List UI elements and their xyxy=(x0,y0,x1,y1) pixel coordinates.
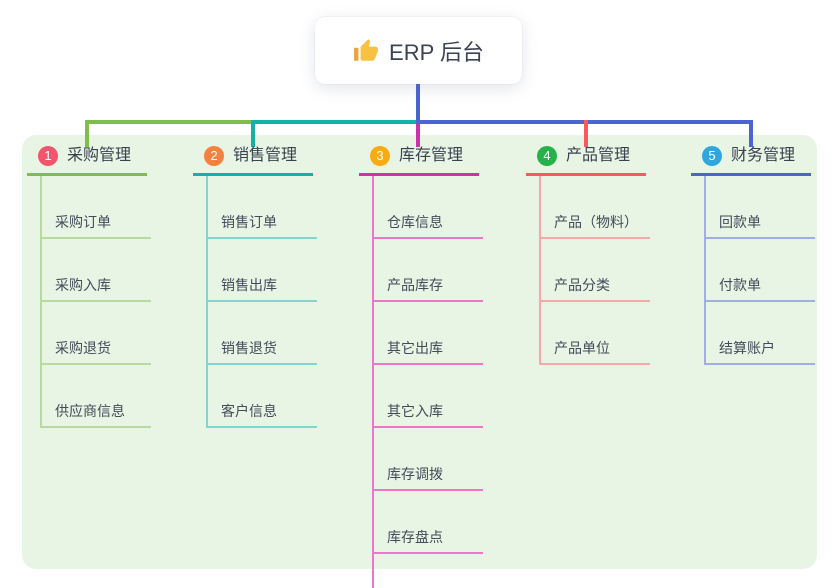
node-item[interactable]: 库存盘点 xyxy=(374,491,483,554)
node-item[interactable]: 回款单 xyxy=(706,176,815,239)
connector-drop-finance xyxy=(749,120,753,147)
node-item[interactable]: 客户信息 xyxy=(208,365,317,428)
node-item[interactable]: 出库库明细 xyxy=(374,554,483,588)
node-item[interactable]: 采购订单 xyxy=(42,176,151,239)
node-item[interactable]: 销售出库 xyxy=(208,239,317,302)
branch-header-finance[interactable]: 5 财务管理 xyxy=(691,146,811,176)
branch-number-badge: 5 xyxy=(702,146,722,166)
connector-drop-sales xyxy=(251,120,255,147)
connector-drop-purchase xyxy=(85,120,89,147)
branch-label: 财务管理 xyxy=(731,147,796,164)
root-title: ERP 后台 xyxy=(389,39,484,65)
connector-drop-product xyxy=(584,120,588,147)
branch-header-sales[interactable]: 2 销售管理 xyxy=(193,146,313,176)
branch-header-inventory[interactable]: 3 库存管理 xyxy=(359,146,479,176)
node-item[interactable]: 产品单位 xyxy=(541,302,650,365)
branch-inventory: 3 库存管理 仓库信息 产品库存 其它出库 其它入库 库存调拨 库存盘点 出库库… xyxy=(359,146,483,588)
node-item[interactable]: 销售订单 xyxy=(208,176,317,239)
branch-product: 4 产品管理 产品（物料） 产品分类 产品单位 xyxy=(526,146,650,365)
branch-purchase: 1 采购管理 采购订单 采购入库 采购退货 供应商信息 xyxy=(27,146,151,428)
branch-items: 采购订单 采购入库 采购退货 供应商信息 xyxy=(40,176,151,428)
root-node[interactable]: ERP 后台 xyxy=(315,17,522,84)
node-item[interactable]: 产品（物料） xyxy=(541,176,650,239)
node-item[interactable]: 库存调拨 xyxy=(374,428,483,491)
branch-header-purchase[interactable]: 1 采购管理 xyxy=(27,146,147,176)
node-item[interactable]: 仓库信息 xyxy=(374,176,483,239)
node-item[interactable]: 产品库存 xyxy=(374,239,483,302)
branch-items: 产品（物料） 产品分类 产品单位 xyxy=(539,176,650,365)
node-item[interactable]: 供应商信息 xyxy=(42,365,151,428)
branches-panel xyxy=(22,135,817,569)
branch-number-badge: 3 xyxy=(370,146,390,166)
branch-header-product[interactable]: 4 产品管理 xyxy=(526,146,646,176)
node-item[interactable]: 采购入库 xyxy=(42,239,151,302)
node-item[interactable]: 其它入库 xyxy=(374,365,483,428)
branch-items: 销售订单 销售出库 销售退货 客户信息 xyxy=(206,176,317,428)
node-item[interactable]: 产品分类 xyxy=(541,239,650,302)
connector-drop-inventory xyxy=(416,124,420,147)
thumbs-up-icon xyxy=(354,38,378,61)
branch-label: 产品管理 xyxy=(566,147,631,164)
node-item[interactable]: 付款单 xyxy=(706,239,815,302)
node-item[interactable]: 结算账户 xyxy=(706,302,815,365)
branch-sales: 2 销售管理 销售订单 销售出库 销售退货 客户信息 xyxy=(193,146,317,428)
branch-number-badge: 1 xyxy=(38,146,58,166)
branch-label: 库存管理 xyxy=(399,147,464,164)
branch-finance: 5 财务管理 回款单 付款单 结算账户 xyxy=(691,146,815,365)
node-item[interactable]: 采购退货 xyxy=(42,302,151,365)
branch-items: 仓库信息 产品库存 其它出库 其它入库 库存调拨 库存盘点 出库库明细 xyxy=(372,176,483,588)
branch-items: 回款单 付款单 结算账户 xyxy=(704,176,815,365)
connector-bus-segment-1 xyxy=(86,120,254,124)
node-item[interactable]: 销售退货 xyxy=(208,302,317,365)
node-item[interactable]: 其它出库 xyxy=(374,302,483,365)
connector-root-vertical xyxy=(416,84,420,122)
branch-label: 采购管理 xyxy=(67,147,132,164)
connector-bus-segment-2 xyxy=(252,120,418,124)
branch-number-badge: 4 xyxy=(537,146,557,166)
branch-label: 销售管理 xyxy=(233,147,298,164)
branch-number-badge: 2 xyxy=(204,146,224,166)
